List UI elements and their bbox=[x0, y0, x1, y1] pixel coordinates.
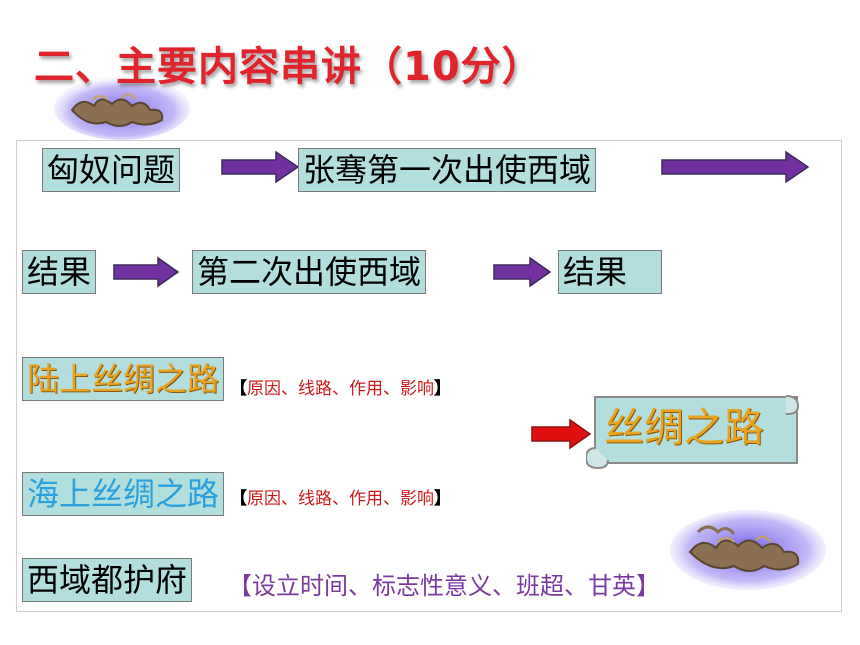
cloud-decoration-icon bbox=[54, 76, 190, 140]
page-title: 二、主要内容串讲（10分） bbox=[34, 44, 543, 90]
result-box-1: 结果 bbox=[22, 250, 97, 294]
purple-arrow-icon bbox=[221, 150, 300, 184]
scroll-curl-icon bbox=[586, 395, 800, 470]
second-mission-box: 第二次出使西域 bbox=[192, 250, 427, 294]
land-silk-road-box: 陆上丝绸之路 bbox=[22, 357, 225, 401]
silk-road-scroll-banner bbox=[594, 396, 798, 464]
zhang-qian-first-mission-box: 张骞第一次出使西域 bbox=[298, 148, 597, 192]
land-route-note: 【原因、线路、作用、影响】 bbox=[230, 379, 451, 399]
western-regions-protectorate-box: 西域都护府 bbox=[22, 558, 193, 602]
sea-silk-road-box: 海上丝绸之路 bbox=[22, 472, 225, 516]
cloud-decoration-icon bbox=[670, 510, 826, 590]
xiongnu-issue-box: 匈奴问题 bbox=[42, 148, 181, 192]
purple-arrow-icon bbox=[493, 256, 552, 288]
protectorate-note: 【设立时间、标志性意义、班超、甘英】 bbox=[228, 572, 660, 600]
silk-road-title: 丝绸之路 bbox=[604, 405, 764, 451]
sea-route-note: 【原因、线路、作用、影响】 bbox=[230, 489, 451, 509]
purple-arrow-icon bbox=[113, 256, 180, 288]
purple-arrow-icon bbox=[661, 150, 810, 184]
red-arrow-icon bbox=[531, 418, 592, 450]
result-box-2: 结果 bbox=[558, 250, 662, 294]
content-frame bbox=[16, 140, 842, 612]
